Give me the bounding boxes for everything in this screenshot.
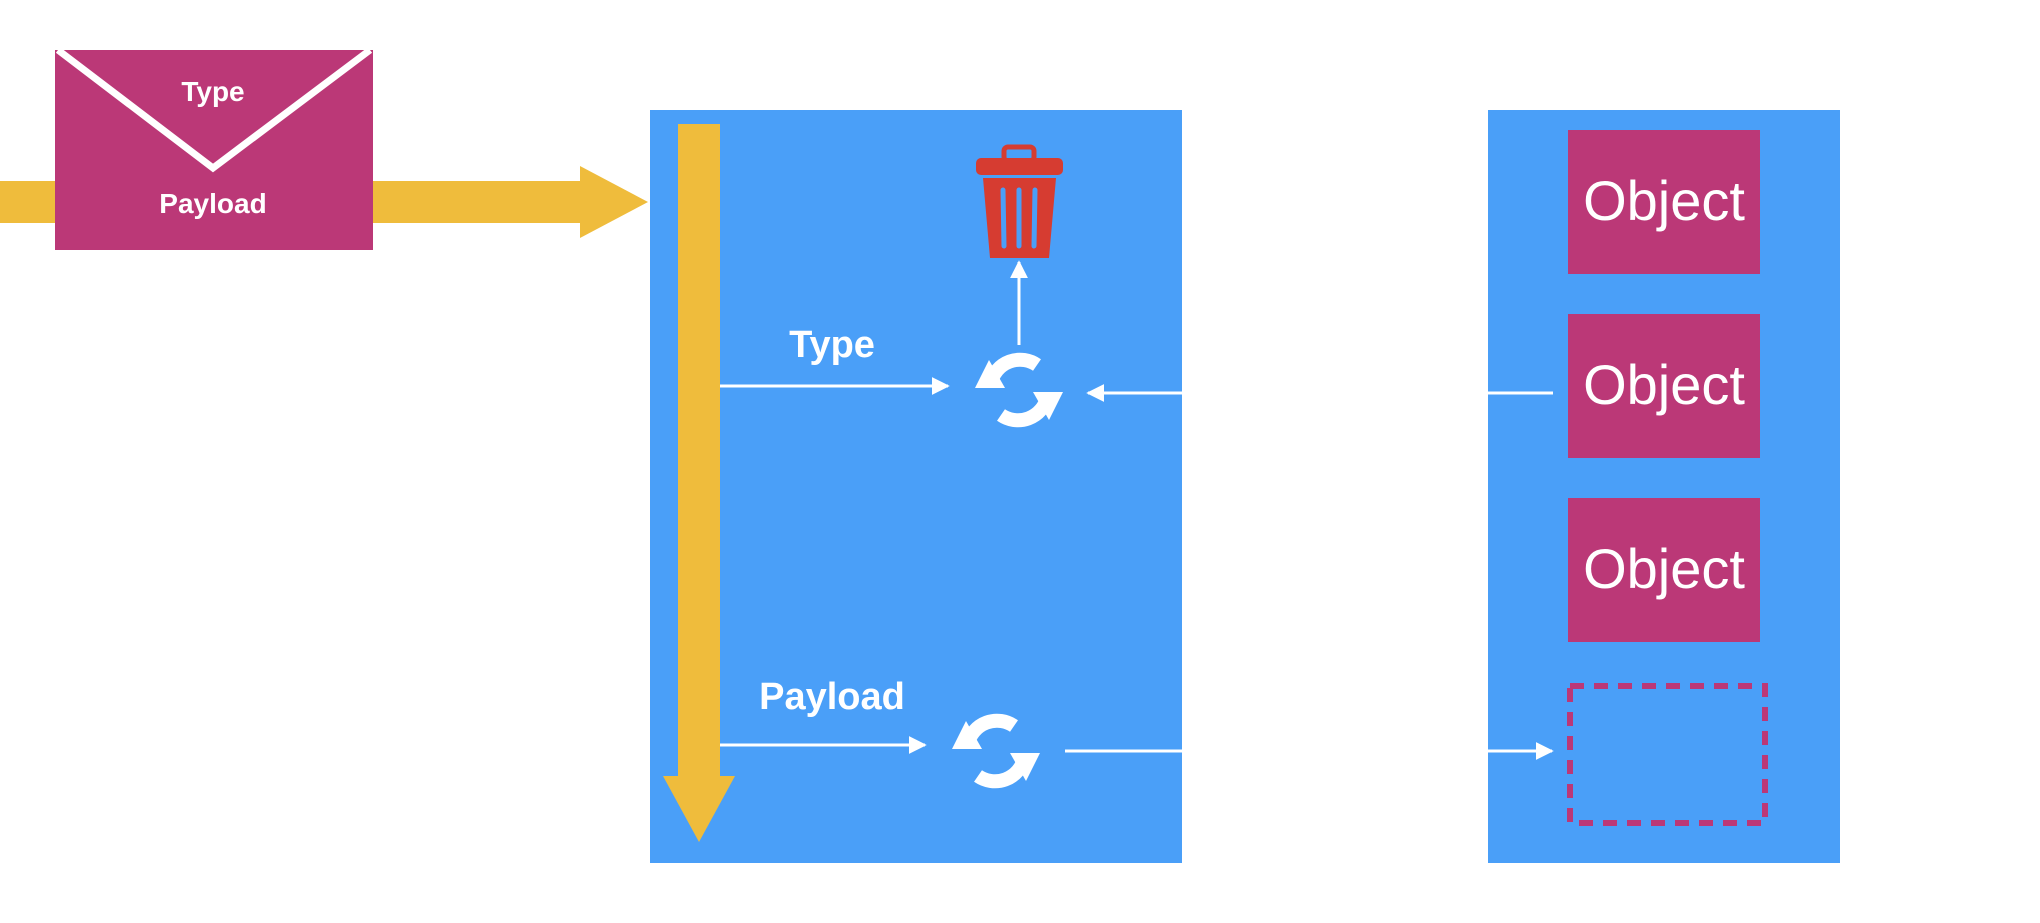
envelope-type-label: Type — [181, 76, 244, 107]
object-box: Object — [1568, 314, 1760, 458]
object-label: Object — [1583, 537, 1745, 600]
new-object-placeholder — [1567, 683, 1768, 826]
trash-icon — [976, 144, 1063, 258]
envelope-payload-label: Payload — [159, 188, 266, 219]
vertical-flow-arrow — [663, 124, 735, 842]
object-box: Object — [1568, 498, 1760, 642]
processor-type-label: Type — [789, 324, 875, 366]
object-box: Object — [1568, 130, 1760, 274]
object-store-panel: Object Object Object — [1488, 110, 1840, 863]
processor-payload-label: Payload — [759, 676, 905, 718]
object-label: Object — [1583, 169, 1745, 232]
object-label: Object — [1583, 353, 1745, 416]
processor-panel: Type Payload — [650, 110, 1182, 863]
message-envelope: Type Payload — [55, 47, 373, 250]
